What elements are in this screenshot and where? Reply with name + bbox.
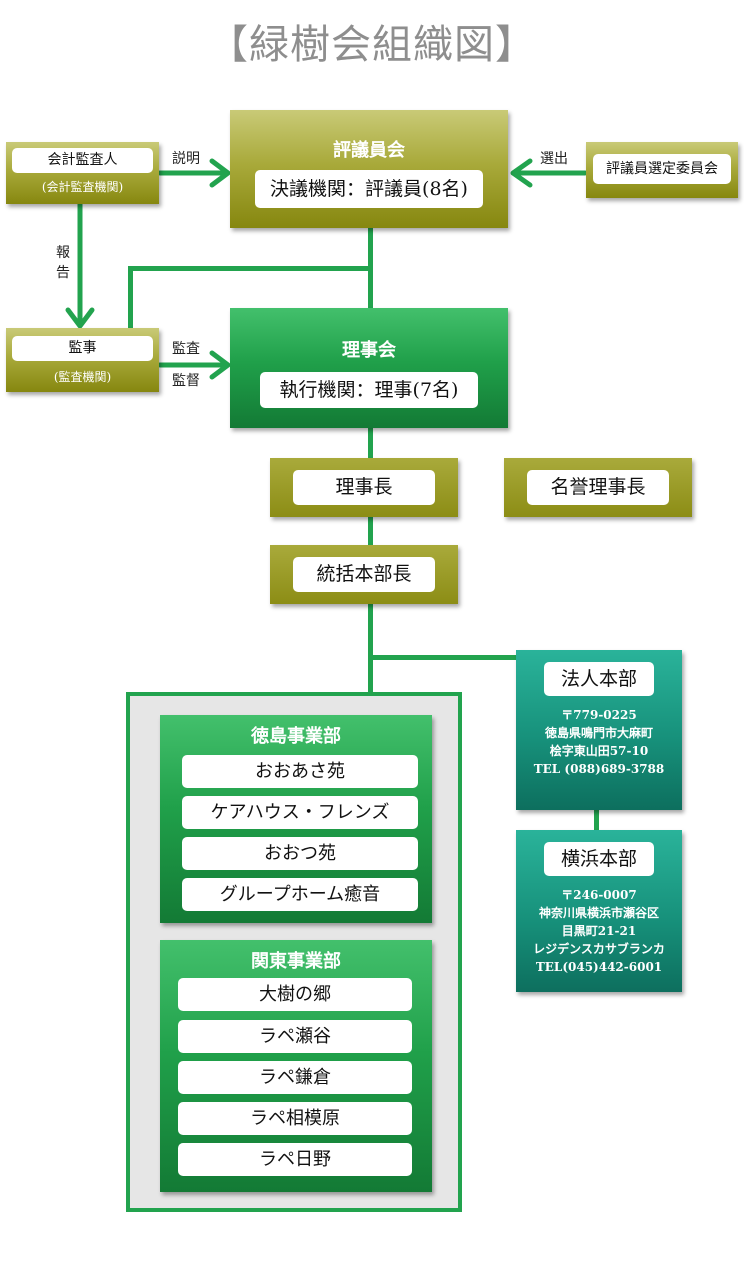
hq-address-line: TEL (088)689-3788 — [533, 762, 665, 776]
supervisor-name: 監事 — [12, 336, 153, 361]
label-explain: 説明 — [172, 151, 200, 167]
yokohama-address-line: レジデンスカサブランカ — [533, 942, 665, 956]
tokushima-division-box: 徳島事業部 おおあさ苑 ケアハウス・フレンズ おおつ苑 グループホーム癒音 — [160, 715, 432, 923]
kanto-division-box: 関東事業部 大樹の郷 ラペ瀬谷 ラペ鎌倉 ラペ相模原 ラペ日野 — [160, 940, 432, 1192]
label-report-2: 告 — [56, 265, 70, 281]
hq-address-line: 〒779-0225 — [561, 708, 637, 722]
board-box: 理事会 執行機関：理事(7名) — [230, 308, 508, 428]
honorary-chairman-box: 名誉理事長 — [504, 458, 692, 517]
arrow-audit-head — [209, 350, 231, 380]
connector-council-supervisor-v — [128, 266, 133, 328]
council-heading: 評議員会 — [333, 140, 405, 161]
label-report-1: 報 — [56, 245, 70, 261]
accounting-auditor-name: 会計監査人 — [12, 148, 153, 173]
hq-title: 法人本部 — [544, 662, 654, 696]
kanto-item: ラペ相模原 — [178, 1102, 412, 1135]
accounting-auditor-sub: (会計監査機関) — [41, 180, 124, 194]
hq-box: 法人本部 〒779-0225 徳島県鳴門市大麻町 桧字東山田57-10 TEL … — [516, 650, 682, 810]
tokushima-item: ケアハウス・フレンズ — [182, 796, 418, 829]
tokushima-item: おおつ苑 — [182, 837, 418, 870]
council-body: 決議機関：評議員(8名) — [255, 170, 483, 208]
selection-committee-name: 評議員選定委員会 — [593, 154, 731, 184]
connector-board-chairman — [368, 428, 373, 460]
arrow-report-head — [65, 307, 95, 329]
kanto-item: ラペ瀬谷 — [178, 1020, 412, 1053]
label-elect: 選出 — [540, 151, 568, 167]
yokohama-box: 横浜本部 〒246-0007 神奈川県横浜市瀬谷区 目黒町21-21 レジデンス… — [516, 830, 682, 992]
arrow-explain-head — [209, 158, 231, 188]
supervisor-box: 監事 (監査機関) — [6, 328, 159, 392]
yokohama-address-line: 目黒町21-21 — [561, 924, 637, 938]
label-supervise: 監督 — [172, 373, 200, 389]
connector-hq-yokohama — [594, 810, 599, 830]
council-box: 評議員会 決議機関：評議員(8名) — [230, 110, 508, 228]
honorary-chairman-label: 名誉理事長 — [527, 470, 669, 505]
label-audit: 監査 — [172, 341, 200, 357]
board-heading: 理事会 — [342, 340, 396, 361]
hq-address-line: 桧字東山田57-10 — [549, 744, 649, 758]
board-body: 執行機関：理事(7名) — [260, 372, 478, 408]
connector-manager-hq — [368, 655, 518, 660]
page-title: 【緑樹会組織図】 — [208, 22, 536, 68]
kanto-item: ラペ日野 — [178, 1143, 412, 1176]
yokohama-address-line: 〒246-0007 — [561, 888, 637, 902]
general-manager-label: 統括本部長 — [293, 557, 435, 592]
yokohama-address-line: TEL(045)442-6001 — [535, 960, 663, 974]
yokohama-address: 〒246-0007 神奈川県横浜市瀬谷区 目黒町21-21 レジデンスカサブラン… — [516, 886, 682, 976]
connector-manager-divisions — [368, 604, 373, 692]
selection-committee-box: 評議員選定委員会 — [586, 142, 738, 198]
supervisor-sub: (監査機関) — [53, 370, 112, 384]
accounting-auditor-box: 会計監査人 (会計監査機関) — [6, 142, 159, 204]
chairman-box: 理事長 — [270, 458, 458, 517]
kanto-item: ラペ鎌倉 — [178, 1061, 412, 1094]
general-manager-box: 統括本部長 — [270, 545, 458, 604]
hq-address: 〒779-0225 徳島県鳴門市大麻町 桧字東山田57-10 TEL (088)… — [516, 706, 682, 778]
connector-council-supervisor-h — [128, 266, 373, 271]
yokohama-address-line: 神奈川県横浜市瀬谷区 — [538, 906, 659, 920]
chairman-label: 理事長 — [293, 470, 435, 505]
connector-chairman-manager — [368, 517, 373, 545]
tokushima-division-heading: 徳島事業部 — [251, 726, 341, 747]
tokushima-item: グループホーム癒音 — [182, 878, 418, 911]
kanto-division-heading: 関東事業部 — [251, 951, 341, 972]
arrow-elect-head — [510, 158, 533, 188]
yokohama-title: 横浜本部 — [544, 842, 654, 876]
hq-address-line: 徳島県鳴門市大麻町 — [544, 726, 653, 740]
kanto-item: 大樹の郷 — [178, 978, 412, 1011]
tokushima-item: おおあさ苑 — [182, 755, 418, 788]
